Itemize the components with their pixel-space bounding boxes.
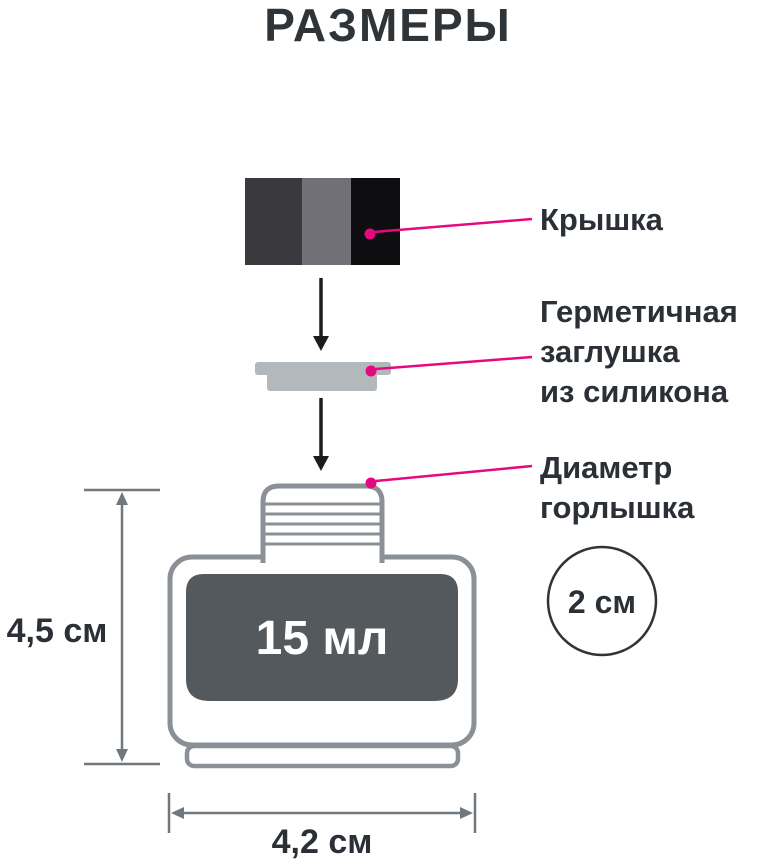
- cap-illustration: [245, 178, 400, 265]
- width-arrow-left: [171, 807, 184, 819]
- cap-segment-middle: [302, 178, 351, 265]
- width-dimension: 4,2 см: [167, 793, 477, 860]
- width-value: 4,2 см: [272, 823, 373, 860]
- cap-label: Крышка: [540, 202, 664, 237]
- down-arrow-1-icon: [313, 278, 329, 351]
- cap-callout-dot: [364, 228, 376, 240]
- neck-label-line1: Диаметр: [540, 450, 672, 485]
- bottle-base: [184, 743, 461, 769]
- volume-label: 15 мл: [256, 612, 389, 665]
- neck-diameter-badge: 2 см: [546, 545, 658, 657]
- neck-callout: Диаметр горлышка: [365, 450, 695, 525]
- neck-callout-line: [375, 464, 533, 483]
- height-dimension: 4,5 см: [7, 488, 160, 766]
- plug-callout: Герметичная заглушка из силикона: [365, 294, 738, 409]
- diameter-circle: [546, 545, 658, 657]
- cap-segment-right: [351, 178, 400, 265]
- silicone-plug-illustration: [255, 362, 391, 391]
- neck-threads: [264, 502, 381, 546]
- plug-label-line1: Герметичная: [540, 294, 738, 329]
- height-value: 4,5 см: [7, 612, 108, 650]
- bottle-label: [186, 574, 458, 701]
- cap-callout-line: [373, 217, 533, 234]
- plug-body: [267, 373, 377, 391]
- plug-callout-dot: [365, 365, 377, 377]
- cap-callout: Крышка: [364, 202, 664, 240]
- bottle-neck: [260, 483, 385, 563]
- plug-callout-line: [375, 355, 533, 371]
- plug-label-line3: из силикона: [540, 374, 729, 409]
- bottle-illustration: 15 мл: [167, 483, 477, 769]
- plug-flange: [255, 362, 391, 375]
- down-arrow-2-icon: [313, 398, 329, 471]
- neck-label-line2: горлышка: [540, 490, 695, 525]
- neck-callout-dot: [365, 477, 377, 489]
- cap-segment-left: [245, 178, 302, 265]
- height-arrow-down: [116, 749, 128, 762]
- height-arrow-up: [116, 492, 128, 505]
- page-title: РАЗМЕРЫ: [264, 0, 511, 51]
- width-arrow-right: [460, 807, 473, 819]
- plug-label-line2: заглушка: [540, 334, 680, 369]
- neck-diameter-value: 2 см: [568, 584, 636, 620]
